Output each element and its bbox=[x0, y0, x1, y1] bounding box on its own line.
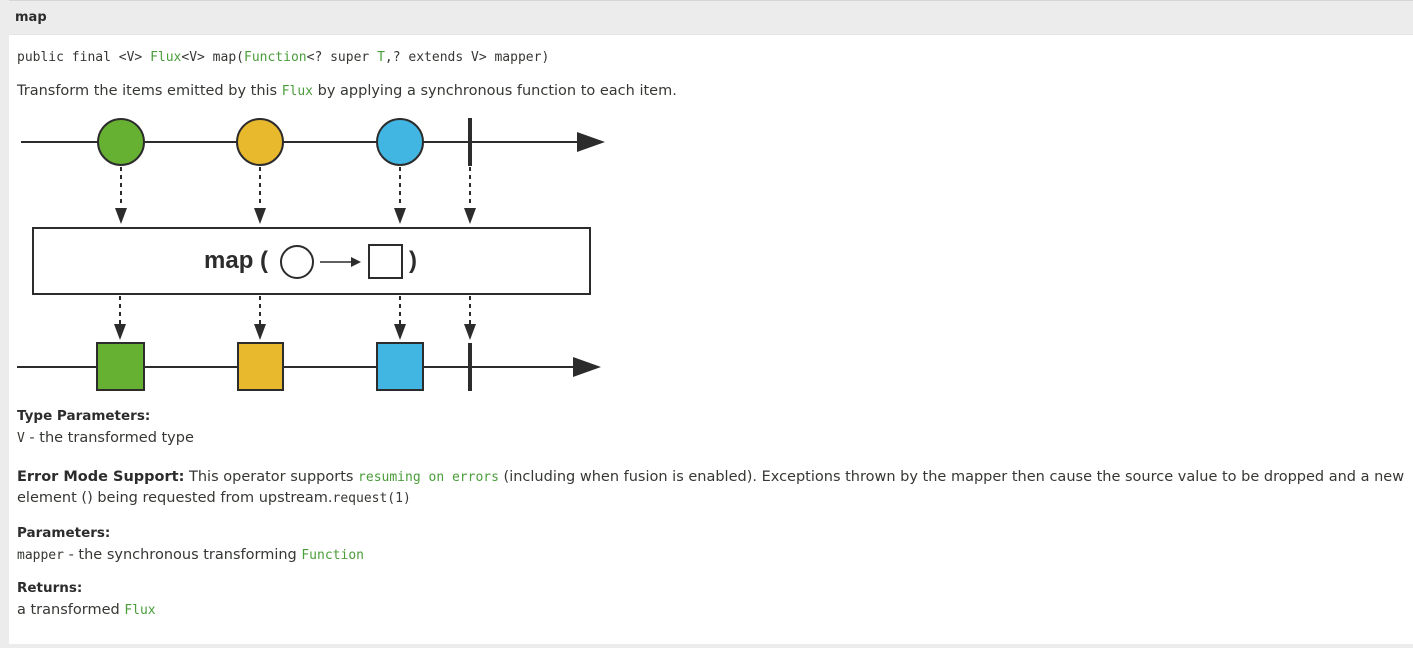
description-text-after: by applying a synchronous function to ea… bbox=[313, 83, 677, 99]
returns-text: a transformed bbox=[17, 602, 125, 618]
output-item-green bbox=[96, 342, 145, 391]
source-item-blue bbox=[376, 118, 424, 166]
signature-suffix: ,? extends V> mapper) bbox=[384, 50, 550, 65]
type-parameter-text: - the transformed type bbox=[24, 430, 194, 446]
returns-entry: a transformed Flux bbox=[17, 602, 156, 618]
flux-type-link[interactable]: Flux bbox=[150, 50, 182, 65]
returns-heading: Returns: bbox=[17, 580, 83, 596]
downstream-timeline-arrowhead bbox=[573, 357, 601, 377]
signature-prefix: public final <V> bbox=[17, 50, 151, 65]
description-flux-link[interactable]: Flux bbox=[281, 84, 314, 99]
method-description: Transform the items emitted by this Flux… bbox=[17, 83, 677, 99]
method-detail-card: map public final <V> Flux<V> map(Functio… bbox=[9, 0, 1413, 644]
error-mode-text-3: ) being requested from upstream. bbox=[87, 490, 333, 506]
t-type-link[interactable]: T bbox=[377, 50, 385, 65]
parameter-entry: mapper - the synchronous transforming Fu… bbox=[17, 547, 364, 563]
method-header: map bbox=[9, 1, 1413, 35]
parameters-section: Parameters: mapper - the synchronous tra… bbox=[17, 525, 364, 563]
parameter-name: mapper bbox=[17, 548, 64, 563]
operator-label: map ( bbox=[204, 247, 268, 274]
signature-mid: <V> map( bbox=[181, 50, 244, 65]
operator-closing-paren: ) bbox=[409, 247, 417, 274]
operator-output-square-icon bbox=[368, 244, 403, 279]
error-mode-text-1: This operator supports bbox=[184, 469, 359, 485]
returns-flux-link[interactable]: Flux bbox=[124, 603, 156, 618]
error-mode-heading: Error Mode Support: bbox=[17, 469, 185, 485]
method-name-heading: map bbox=[15, 10, 47, 25]
output-item-yellow bbox=[237, 342, 284, 391]
source-item-yellow bbox=[236, 118, 284, 166]
error-mode-text-2: (including when fusion is enabled). Exce… bbox=[17, 469, 1405, 506]
method-signature: public final <V> Flux<V> map(Function<? … bbox=[17, 50, 549, 65]
output-item-blue bbox=[376, 342, 424, 391]
type-parameter-name: V bbox=[17, 431, 25, 446]
parameter-text: - the synchronous transforming bbox=[63, 547, 302, 563]
parameter-function-link[interactable]: Function bbox=[301, 548, 364, 563]
request-code: request(1) bbox=[332, 491, 411, 506]
source-item-green bbox=[97, 118, 145, 166]
signature-after-function: <? super bbox=[306, 50, 378, 65]
resuming-on-errors-link[interactable]: resuming on errors bbox=[358, 470, 499, 485]
operator-input-circle-icon bbox=[280, 245, 314, 279]
function-type-link[interactable]: Function bbox=[244, 50, 307, 65]
type-parameters-heading: Type Parameters: bbox=[17, 408, 151, 424]
parameters-heading: Parameters: bbox=[17, 525, 111, 541]
returns-section: Returns: a transformed Flux bbox=[17, 580, 156, 618]
type-parameters-section: Type Parameters: V - the transformed typ… bbox=[17, 408, 194, 446]
description-text-before: Transform the items emitted by this bbox=[17, 83, 282, 99]
error-mode-section: Error Mode Support: This operator suppor… bbox=[17, 467, 1407, 509]
type-parameter-entry: V - the transformed type bbox=[17, 430, 194, 446]
upstream-timeline-arrowhead bbox=[577, 132, 605, 152]
marble-diagram: map ( ) bbox=[17, 118, 605, 391]
